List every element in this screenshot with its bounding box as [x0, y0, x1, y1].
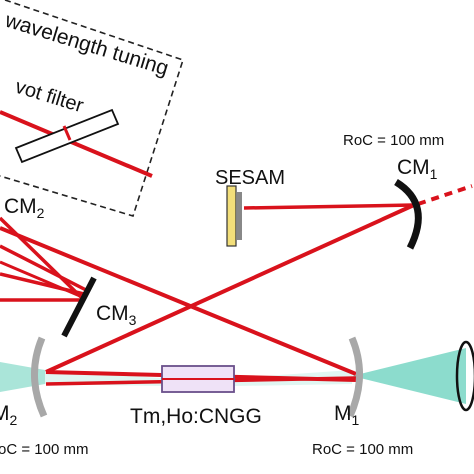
beam-fold-2 [0, 244, 87, 292]
beam-fold-5 [0, 260, 81, 298]
cm1-label: CM1 [397, 156, 438, 182]
tuning-title: wavelength tuning [2, 8, 172, 80]
cm2-label: CM2 [4, 195, 45, 221]
beam-cm2-m1 [0, 226, 357, 376]
lyot-filter [14, 108, 120, 164]
m2-roc-label: oC = 100 mm [0, 441, 88, 458]
lyot-filter-label: vot filter [13, 76, 87, 118]
pump-beam-right [352, 348, 466, 404]
beam-cm1-out [417, 184, 473, 206]
crystal-label: Tm,Ho:CNGG [130, 405, 262, 428]
sesam-plate [226, 185, 237, 247]
tuning-section [0, 0, 185, 217]
gain-crystal [161, 365, 235, 393]
m1-label: M1 [334, 402, 360, 428]
m1-roc-label: RoC = 100 mm [312, 441, 413, 458]
mirror-cm3 [61, 276, 97, 338]
laser-beams [0, 110, 473, 386]
beam-sesam-cm1 [243, 203, 415, 210]
sesam [226, 185, 242, 247]
cm1-roc-label: RoC = 100 mm [343, 132, 444, 149]
cm3-label: CM3 [96, 302, 137, 328]
tuning-box [0, 0, 185, 217]
sesam-mount [237, 192, 242, 240]
sesam-label: SESAM [215, 167, 285, 189]
beam-tuning [0, 110, 153, 178]
mirror-m1 [346, 336, 363, 418]
mirror-m2 [31, 336, 48, 418]
beam-fold-1 [0, 216, 84, 300]
mirrors [31, 179, 474, 418]
mirror-cm1 [394, 179, 422, 250]
beam-cm1-m2 [45, 203, 415, 374]
lens [455, 340, 474, 412]
m2-label: M2 [0, 402, 18, 428]
